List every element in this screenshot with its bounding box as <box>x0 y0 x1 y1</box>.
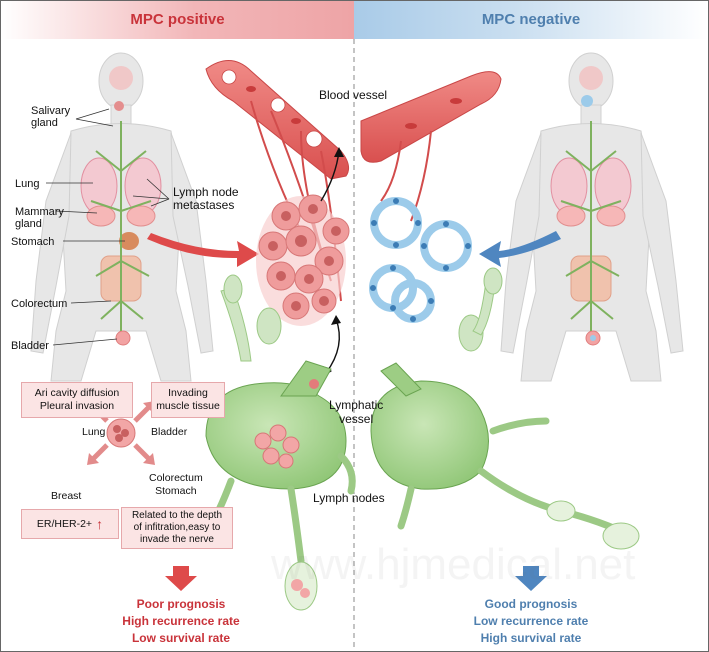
outcome-negative: Good prognosis Low recurrence rate High … <box>451 596 611 647</box>
feature-center-cell <box>106 418 136 448</box>
red-down-arrow <box>165 566 197 591</box>
blue-cluster-nuclei <box>370 198 471 322</box>
left-red-arrow <box>147 233 259 267</box>
label-bladder: Bladder <box>11 340 49 352</box>
left-node-tumor <box>254 424 300 469</box>
left-lymph-node-inlet <box>280 360 332 397</box>
label-stomach: Stomach <box>11 236 55 248</box>
blue-down-arrow <box>515 566 547 591</box>
feature-label-breast: Breast <box>51 490 82 502</box>
label-lymphatic-vessel: Lymphatic vessel <box>329 398 384 426</box>
feature-label-bladder: Bladder <box>151 426 188 438</box>
mpc-positive-header: MPC positive <box>130 11 225 28</box>
watermark: www.hjmedical.net <box>271 540 636 589</box>
label-lymph-node-metastases: Lymph node metastases <box>173 185 239 212</box>
outcome-negative-line-1: Good prognosis <box>484 597 578 611</box>
left-blood-vessel <box>205 60 350 180</box>
label-mammary-gland: Mammary gland <box>15 206 64 230</box>
left-organs <box>80 66 162 346</box>
mpc-negative-header: MPC negative <box>481 11 581 28</box>
label-blood-vessel: Blood vessel <box>319 88 388 102</box>
right-blood-vessel <box>360 71 502 163</box>
breast-box-text: ER/HER-2+ <box>36 517 93 530</box>
arrow-to-lymphatic <box>325 318 340 374</box>
tumor-cluster <box>256 194 350 326</box>
outcome-positive-line-1: Poor prognosis <box>136 597 226 611</box>
blue-clusters <box>369 197 472 323</box>
right-organs <box>550 66 632 346</box>
label-salivary-gland: Salivary gland <box>31 105 71 129</box>
negative-header-bar <box>354 1 708 39</box>
outcome-positive-line-2: High recurrence rate <box>122 614 240 628</box>
organ-leader-lines <box>46 108 170 346</box>
outcome-negative-line-2: Low recurrence rate <box>473 614 589 628</box>
outcome-positive: Poor prognosis High recurrence rate Low … <box>101 596 261 647</box>
right-lymph-node-inlet <box>380 362 422 397</box>
box-bladder-features: Invading muscle tissue <box>151 382 225 418</box>
right-blue-arrow <box>479 231 561 267</box>
lymphatic-vessels-top <box>220 267 503 362</box>
up-arrow-icon: ↑ <box>96 515 104 532</box>
box-lung-features: Ari cavity diffusion Pleural invasion <box>21 382 133 418</box>
label-colorectum: Colorectum <box>11 298 68 310</box>
right-lymph-node <box>370 380 489 490</box>
box-colorectum-features: Related to the depth of infitration,easy… <box>121 507 233 549</box>
positive-header-bar <box>1 1 354 39</box>
box-breast-features: ER/HER-2+ ↑ <box>21 509 119 539</box>
bulb-tumor <box>291 579 310 598</box>
outcome-negative-line-3: High survival rate <box>480 631 582 645</box>
label-lung: Lung <box>15 178 40 190</box>
outcome-positive-line-3: Low survival rate <box>131 631 231 645</box>
label-lymph-nodes: Lymph nodes <box>313 491 385 505</box>
feature-label-lung: Lung <box>82 426 106 438</box>
feature-label-colorectum-stomach: Colorectum Stomach <box>149 472 203 497</box>
